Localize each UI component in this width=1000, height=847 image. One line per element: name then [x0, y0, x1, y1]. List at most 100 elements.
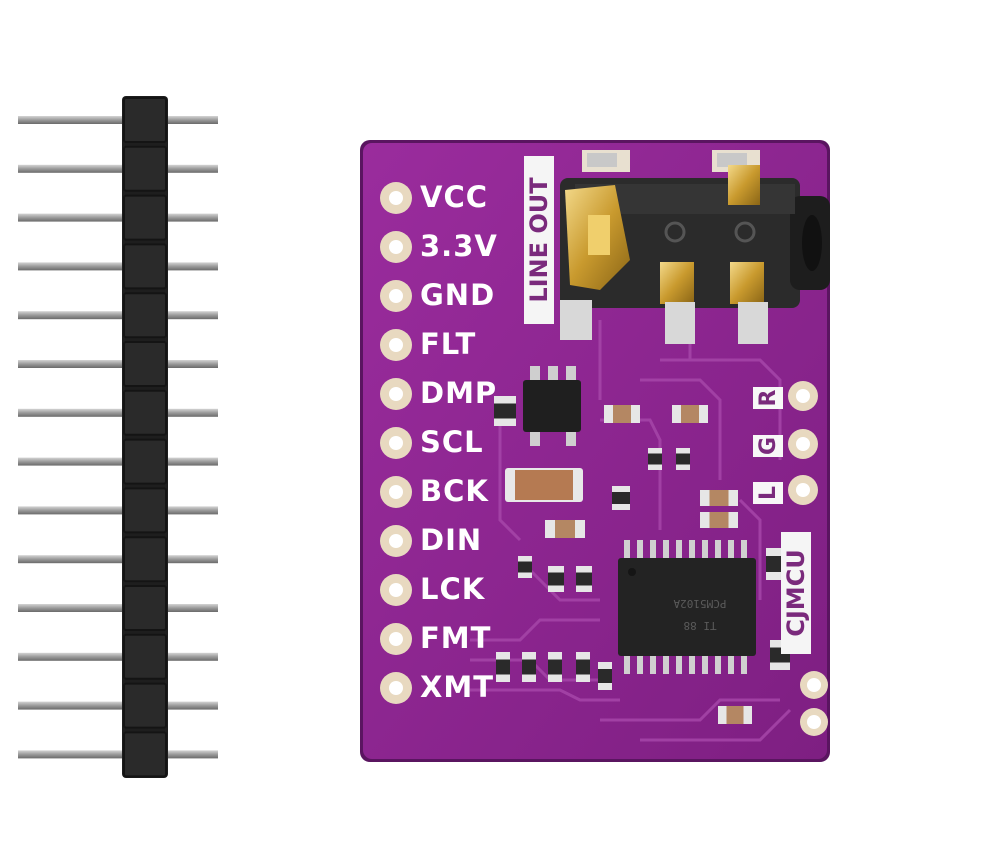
header-pin: [18, 750, 218, 759]
ic-pin-top: [689, 540, 695, 560]
ic-pin-bottom: [637, 654, 643, 674]
line-out-label: LINE OUT: [524, 156, 554, 324]
pin-label-gnd: GND: [420, 278, 496, 312]
ic-pin-bottom: [715, 654, 721, 674]
smd-part-body: [766, 556, 784, 572]
ceramic-capacitor: [505, 468, 583, 502]
pin-pad-hole: [389, 240, 403, 254]
pin-label-dmp: DMP: [420, 376, 498, 410]
ic-pin-top: [637, 540, 643, 560]
ic-pin-top: [676, 540, 682, 560]
ic-pin-bottom: [741, 654, 747, 674]
smd-part-body: [496, 659, 510, 675]
header-segment: [123, 487, 167, 534]
header-pin: [18, 262, 218, 271]
smd-part-body: [598, 669, 612, 683]
header-pin: [18, 701, 218, 710]
pin-label-vcc: VCC: [420, 180, 489, 214]
ic-pin-bottom: [663, 654, 669, 674]
smd-part-body: [681, 405, 699, 423]
pin-label-flt: FLT: [420, 327, 477, 361]
header-pin: [18, 555, 218, 564]
ic-pin-bottom: [624, 654, 630, 674]
header-segment: [123, 292, 167, 339]
smd-part-body: [494, 403, 516, 419]
header-segment: [123, 633, 167, 680]
pin-pad-hole: [389, 632, 403, 646]
channel-label-l: L: [753, 482, 783, 504]
pin-label-xmt: XMT: [420, 670, 494, 704]
pin-header: [18, 96, 218, 778]
ic-pin-bottom: [689, 654, 695, 674]
ic-pin-top: [715, 540, 721, 560]
header-segment: [123, 438, 167, 485]
channel-label-g: G: [753, 435, 783, 457]
pin-label-lck: LCK: [420, 572, 486, 606]
header-segment: [123, 682, 167, 729]
smd-part-body: [555, 520, 575, 538]
header-segment: [123, 731, 167, 778]
pin-label-bck: BCK: [420, 474, 489, 508]
smd-part-body: [576, 659, 590, 675]
ic-pin-top: [702, 540, 708, 560]
header-pin: [18, 360, 218, 368]
smd-part-body: [709, 512, 729, 528]
pin-label-scl: SCL: [420, 425, 484, 459]
header-pin: [18, 213, 218, 222]
pin-label-din: DIN: [420, 523, 483, 557]
header-pin: [18, 164, 218, 173]
header-segment: [123, 97, 167, 143]
pin-label-33v: 3.3V: [420, 229, 498, 263]
smd-part-body: [613, 405, 631, 423]
regulator-chip: [523, 366, 581, 446]
smd-part-body: [648, 453, 662, 465]
header-segment: [123, 536, 167, 583]
chip-marking-line-1: PCM5102A: [673, 597, 726, 610]
header-pin: [18, 311, 218, 320]
smd-part-body: [726, 706, 744, 724]
header-segment: [123, 194, 167, 241]
ic-pin-top: [728, 540, 734, 560]
header-segment: [123, 145, 167, 192]
pcb-traces: [470, 320, 792, 742]
smd-components: [494, 396, 790, 724]
ic-pin-bottom: [728, 654, 734, 674]
header-pin: [18, 408, 218, 417]
dac-chip: PCM5102A TI 88: [618, 540, 756, 674]
header-segment: [123, 341, 167, 387]
chip-marking-line-2: TI 88: [683, 619, 716, 632]
pin-pad-hole: [389, 289, 403, 303]
smd-part-body: [548, 572, 564, 586]
smd-part-body: [518, 561, 532, 573]
ic-pin-top: [624, 540, 630, 560]
ic-pin-top: [663, 540, 669, 560]
pin-pad-hole: [389, 681, 403, 695]
ic-pin-top: [650, 540, 656, 560]
pin-pad-hole: [389, 583, 403, 597]
ic-pin-bottom: [702, 654, 708, 674]
pin-pad-hole: [389, 338, 403, 352]
audio-jack: [560, 165, 830, 344]
smd-part-body: [576, 572, 592, 586]
pin-pad-hole: [389, 436, 403, 450]
line-out-text: LINE OUT: [525, 177, 553, 303]
ic-pin-top: [741, 540, 747, 560]
pin-pad-hole: [389, 387, 403, 401]
smd-part-body: [709, 490, 729, 506]
pin-pad-hole: [389, 534, 403, 548]
smd-part-body: [676, 453, 690, 465]
ic-pin-bottom: [650, 654, 656, 674]
header-pin: [18, 116, 218, 124]
pcb-board: PCM5102A TI 88: [360, 140, 830, 762]
header-segment: [123, 243, 167, 290]
header-segment: [123, 389, 167, 436]
pin-pad-hole: [389, 191, 403, 205]
header-segment: [123, 585, 167, 631]
pin-label-fmt: FMT: [420, 621, 492, 655]
ic-pin-bottom: [676, 654, 682, 674]
brand-label: CJMCU: [781, 532, 811, 654]
pin-pad-hole: [389, 485, 403, 499]
channel-label-r: R: [753, 387, 783, 409]
